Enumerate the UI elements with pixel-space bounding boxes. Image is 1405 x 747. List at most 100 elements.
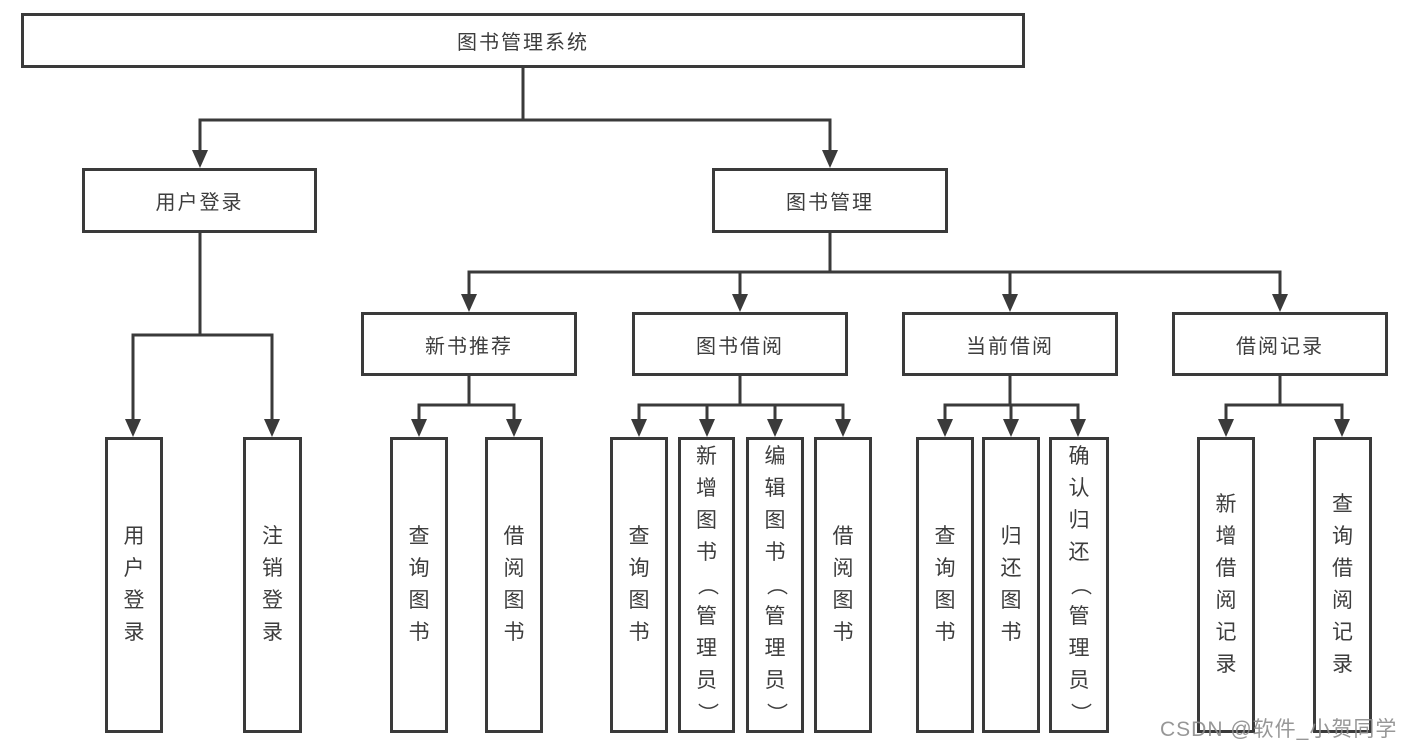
leaf-label-char: （ [764, 574, 787, 596]
arrowhead-icon [461, 294, 1288, 312]
leaf-label-char: 图 [934, 589, 956, 612]
leaf-label-char: （ [1068, 574, 1091, 596]
connector-line [637, 375, 845, 422]
leaf-label-char: 员 [764, 669, 786, 692]
leaf-label-char: 确 [1068, 445, 1090, 468]
leaf-label-char: 新 [1215, 493, 1237, 516]
leaf-label-char: 增 [696, 477, 717, 500]
leaf-label-char: 管 [764, 605, 786, 628]
leaf-label-char: 询 [408, 557, 430, 580]
leaf-edit-book-admin: 编辑图书（管理员） [746, 437, 804, 733]
leaf-return-book: 归还图书 [982, 437, 1040, 733]
leaf-label-char: 查 [934, 525, 956, 548]
leaf-label-char: 登 [123, 589, 145, 612]
connector-line [417, 375, 516, 422]
leaf-query-book-recommend: 查询图书 [390, 437, 448, 733]
connector-borrow-records-to-leaves [1218, 375, 1350, 437]
leaf-label-char: 登 [262, 589, 283, 612]
leaf-query-borrow-record: 查询借阅记录 [1313, 437, 1372, 733]
leaf-label-char: 书 [1000, 621, 1022, 644]
leaf-label-char: 询 [628, 557, 650, 580]
leaf-label-char: 询 [934, 557, 956, 580]
leaf-label-char: 书 [764, 541, 786, 564]
node-current-borrow: 当前借阅 [902, 312, 1118, 376]
node-borrow-records: 借阅记录 [1172, 312, 1388, 376]
leaf-label-char: 书 [832, 621, 854, 644]
connector-book-borrow-to-leaves [631, 375, 851, 437]
leaf-label-char: 借 [1332, 557, 1353, 580]
leaf-label-char: 编 [764, 445, 786, 468]
node-book-management: 图书管理 [712, 168, 948, 233]
leaf-label-char: 录 [262, 621, 283, 644]
leaf-label-char: 图 [628, 589, 650, 612]
leaf-label-char: 图 [503, 589, 525, 612]
connector-line [467, 233, 1282, 297]
leaf-label-char: 阅 [832, 557, 854, 580]
leaf-label-char: 查 [408, 525, 430, 548]
leaf-logout: 注销登录 [243, 437, 302, 733]
leaf-label-char: 借 [1215, 557, 1237, 580]
leaf-label-char: 查 [628, 525, 650, 548]
leaf-label-char: 图 [832, 589, 854, 612]
leaf-label-char: 员 [696, 669, 717, 692]
node-new-book-recommend: 新书推荐 [361, 312, 577, 376]
leaf-label-char: （ [695, 574, 719, 596]
leaf-label-char: 认 [1068, 477, 1090, 500]
leaf-label-char: 书 [696, 541, 717, 564]
leaf-label-char: 图 [408, 589, 430, 612]
connector-line [198, 68, 832, 153]
leaf-label-char: 管 [696, 605, 717, 628]
leaf-label-char: 录 [1215, 653, 1237, 676]
leaf-label-char: 查 [1332, 493, 1353, 516]
leaf-label-char: ） [1068, 702, 1091, 724]
leaf-confirm-return-admin: 确认归还（管理员） [1049, 437, 1109, 733]
leaf-label-char: 书 [408, 621, 430, 644]
leaf-label-char: 阅 [1215, 589, 1237, 612]
leaf-label-char: 还 [1000, 557, 1022, 580]
arrowhead-icon [1218, 419, 1350, 437]
connector-current-borrow-to-leaves [937, 375, 1086, 437]
arrowhead-icon [631, 419, 851, 437]
leaf-query-book-current: 查询图书 [916, 437, 974, 733]
leaf-label-char: 图 [1000, 589, 1022, 612]
leaf-label-char: 记 [1215, 621, 1237, 644]
leaf-label-char: 归 [1068, 509, 1090, 532]
connector-root-to-level2 [192, 68, 838, 168]
leaf-user-login: 用户登录 [105, 437, 163, 733]
csdn-watermark: CSDN @软件_小贺同学 [1160, 718, 1398, 741]
leaf-label-char: 注 [262, 525, 283, 548]
node-root: 图书管理系统 [21, 13, 1025, 68]
leaf-label-char: 销 [262, 557, 283, 580]
leaf-label-char: 管 [1068, 605, 1090, 628]
leaf-label-char: 辑 [764, 477, 786, 500]
leaf-label-char: 理 [696, 637, 717, 660]
connector-user-login-to-leaves [125, 233, 280, 437]
connector-new-book-recommend-to-leaves [411, 375, 522, 437]
leaf-label-char: 阅 [1332, 589, 1353, 612]
leaf-borrow-book-borrow: 借阅图书 [814, 437, 872, 733]
leaf-label-char: 新 [696, 445, 717, 468]
leaf-label-char: 记 [1332, 621, 1353, 644]
leaf-add-book-admin: 新增图书 （ 管理员 ） [678, 437, 735, 733]
leaf-label-char: 书 [934, 621, 956, 644]
leaf-label-char: 书 [503, 621, 525, 644]
leaf-label-char: 理 [1068, 637, 1090, 660]
leaf-label-char: 户 [123, 557, 145, 580]
leaf-label-char: 借 [503, 525, 525, 548]
leaf-label-char: 增 [1215, 525, 1237, 548]
leaf-label-char: ） [764, 702, 787, 724]
leaf-query-book-borrow: 查询图书 [610, 437, 668, 733]
node-user-login: 用户登录 [82, 168, 317, 233]
leaf-add-borrow-record: 新增借阅记录 [1197, 437, 1255, 733]
leaf-label-char: ） [695, 702, 719, 724]
leaf-label-char: 员 [1068, 669, 1090, 692]
leaf-label-char: 图 [696, 509, 717, 532]
leaf-label-char: 用 [123, 525, 145, 548]
leaf-borrow-book-recommend: 借阅图书 [485, 437, 543, 733]
connector-line [1224, 375, 1344, 422]
leaf-label-char: 录 [123, 621, 145, 644]
leaf-label-char: 询 [1332, 525, 1353, 548]
node-book-borrow: 图书借阅 [632, 312, 848, 376]
